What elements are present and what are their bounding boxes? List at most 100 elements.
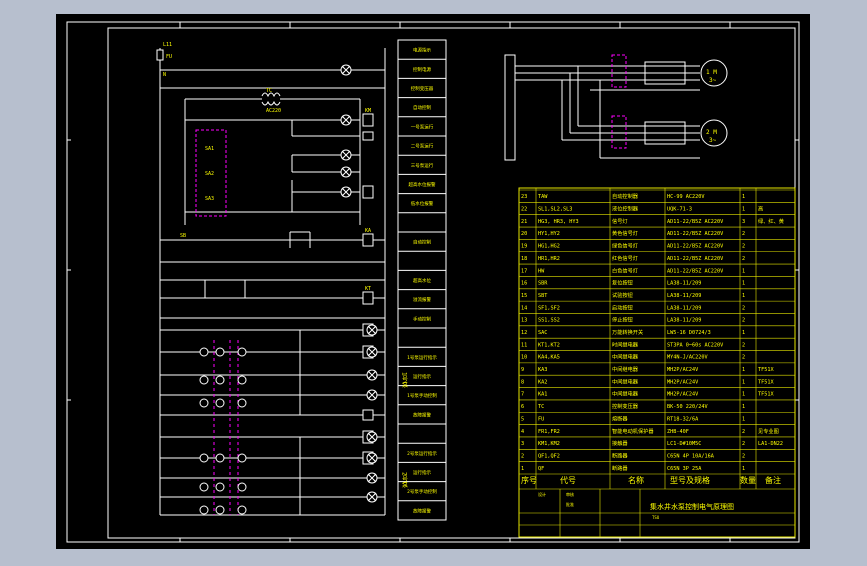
bom-cell-name: 红色信号灯 — [612, 254, 638, 262]
switch1-label: SA1 — [205, 146, 214, 152]
power-circuit — [504, 54, 700, 161]
bom-cell-spec: HC-99 AC220V — [667, 194, 704, 200]
drawing-sheet — [56, 14, 810, 549]
bom-cell-name: 启动按钮 — [612, 303, 633, 311]
bom-cell-note: 见专业图 — [758, 427, 779, 435]
bom-cell-no: 9 — [521, 367, 524, 373]
bom-cell-code: HG1,HG2 — [538, 244, 560, 250]
bom-cell-note: TF51X — [758, 379, 774, 385]
bom-cell-no: 22 — [521, 207, 527, 213]
bom-cell-spec: AD11-22/B5Z AC220V — [667, 231, 723, 237]
bom-cell-spec: MH2P/AC24V — [667, 367, 698, 373]
motor-labels: 1 M 3~ 2 M 3~ — [706, 69, 717, 144]
bom-cell-code: TAW — [538, 194, 548, 200]
bom-cell-spec: UQK-71-3 — [667, 207, 692, 213]
transformer-voltage-label: AC220 — [266, 108, 281, 114]
function-block-label: 溢流报警 — [413, 296, 431, 303]
bom-header: 序号 代号 名称 型号及规格 数量 备注 — [521, 475, 781, 485]
bom-header-no: 序号 — [521, 475, 537, 485]
switch2-label: SA2 — [205, 171, 214, 177]
motor-2-icon — [700, 119, 728, 147]
bom-cell-spec: LA38-11/209 — [667, 293, 701, 299]
bom-cell-qty: 1 — [742, 392, 745, 398]
bom-cell-no: 21 — [521, 219, 527, 225]
bom-cell-spec: AD11-22/B5Z AC220V — [667, 256, 723, 262]
function-block-label: 故障报警 — [413, 411, 431, 418]
bom-cell-qty: 1 — [742, 367, 745, 373]
bom-cell-name: 停止按钮 — [612, 316, 633, 324]
bom-cell-qty: 1 — [742, 416, 745, 422]
function-block-label: 运行指示 — [413, 373, 431, 380]
motors — [700, 59, 728, 147]
bom-cell-qty: 3 — [742, 219, 745, 225]
bom-cell-name: 白色信号灯 — [612, 266, 638, 274]
pump2-side-label: 2号泵 — [401, 472, 408, 488]
bom-cell-qty: 2 — [742, 429, 745, 435]
bom-cell-name: 复位按钮 — [612, 279, 633, 287]
switch3-label: SA3 — [205, 196, 214, 202]
bom-cell-code: KA3 — [538, 367, 547, 373]
bom-header-code: 代号 — [560, 475, 576, 485]
bom-cell-code: HR1,HR2 — [538, 256, 560, 262]
circuit-annotations: L11 N FU TC AC220 SA1 SA2 SA3 KM KA KT S… — [163, 42, 371, 292]
bom-cell-spec: C65N 4P 10A/16A — [667, 453, 715, 459]
function-block-label: 自动控制 — [413, 104, 431, 111]
bom-cell-name: 黄色信号灯 — [612, 229, 638, 237]
function-block-label: 运行指示 — [413, 469, 431, 476]
bom-cell-no: 2 — [521, 453, 524, 459]
function-block-label: 三号泵运行 — [411, 162, 434, 169]
bom-cell-code: SL1,SL2,SL3 — [538, 207, 572, 213]
bom-cell-qty: 1 — [742, 330, 745, 336]
motor-1-label: 1 M — [706, 69, 717, 76]
bom-cell-no: 6 — [521, 404, 524, 410]
transformer-label: TC — [266, 88, 272, 94]
bom-cell-spec: AD11-22/B5Z AC220V — [667, 244, 723, 250]
bom-cell-no: 23 — [521, 194, 527, 200]
bom-cell-code: SF1,SF2 — [538, 305, 560, 311]
bom-cell-spec: ST3PA 0~60s AC220V — [667, 342, 723, 348]
function-block-label: 一号泵运行 — [411, 123, 434, 130]
bom-cell-note: TF51X — [758, 392, 774, 398]
function-block-label: 低水位报警 — [411, 200, 434, 207]
bom-cell-qty: 2 — [742, 318, 745, 324]
title-block-check: 审核 — [566, 491, 574, 497]
bom-cell-qty: 2 — [742, 305, 745, 311]
fuse-label: FU — [166, 54, 172, 60]
bom-cell-qty: 1 — [742, 379, 745, 385]
bom-cell-name: 中间继电器 — [612, 353, 639, 361]
bom-cell-name: 接触器 — [612, 439, 628, 447]
bom-cell-no: 8 — [521, 379, 524, 385]
bom-cell-code: QF — [538, 466, 544, 472]
bom-cell-code: HW — [538, 268, 545, 274]
bom-cell-name: 万能转换开关 — [612, 328, 643, 336]
bom-cell-spec: LC1-D#10M5C — [667, 441, 701, 447]
lamp-crosses — [341, 65, 377, 502]
bom-cell-note: 高 — [758, 205, 763, 213]
bom-cell-spec: RT18-32/6A — [667, 416, 699, 422]
motor-1-icon — [700, 59, 728, 87]
bom-cell-code: KA4,KA5 — [538, 355, 560, 361]
drawing-title: 集水井水泵控制电气原理图 — [650, 502, 734, 511]
frame-ticks — [67, 22, 799, 542]
bom-cell-no: 18 — [521, 256, 527, 262]
bom-cell-spec: LA38-11/209 — [667, 281, 701, 287]
function-block-label: 2号泵运行指示 — [407, 450, 437, 457]
bom-cell-no: 17 — [521, 268, 527, 274]
title-block-design: 设计 — [538, 491, 546, 497]
pump-side-labels: 1号泵 2号泵 — [401, 372, 408, 488]
bom-cell-note: TF51X — [758, 367, 774, 373]
bom-cell-qty: 2 — [742, 453, 745, 459]
bom-cell-name: 信号灯 — [612, 217, 628, 225]
function-block-label: 1号泵运行指示 — [407, 354, 437, 361]
kt-label: KT — [365, 286, 371, 292]
bom-cell-name: 智能电动机保护器 — [612, 427, 654, 435]
bom-cell-spec: LA38-11/209 — [667, 318, 701, 324]
bom-cell-qty: 2 — [742, 441, 745, 447]
function-block-label: 控制电源 — [413, 66, 431, 73]
bom-header-note: 备注 — [765, 475, 781, 485]
function-column: 电源指示控制电源控制变压器自动控制一号泵运行二号泵运行三号泵运行超高水位报警低水… — [397, 39, 447, 521]
bom-header-name: 名称 — [628, 475, 644, 485]
